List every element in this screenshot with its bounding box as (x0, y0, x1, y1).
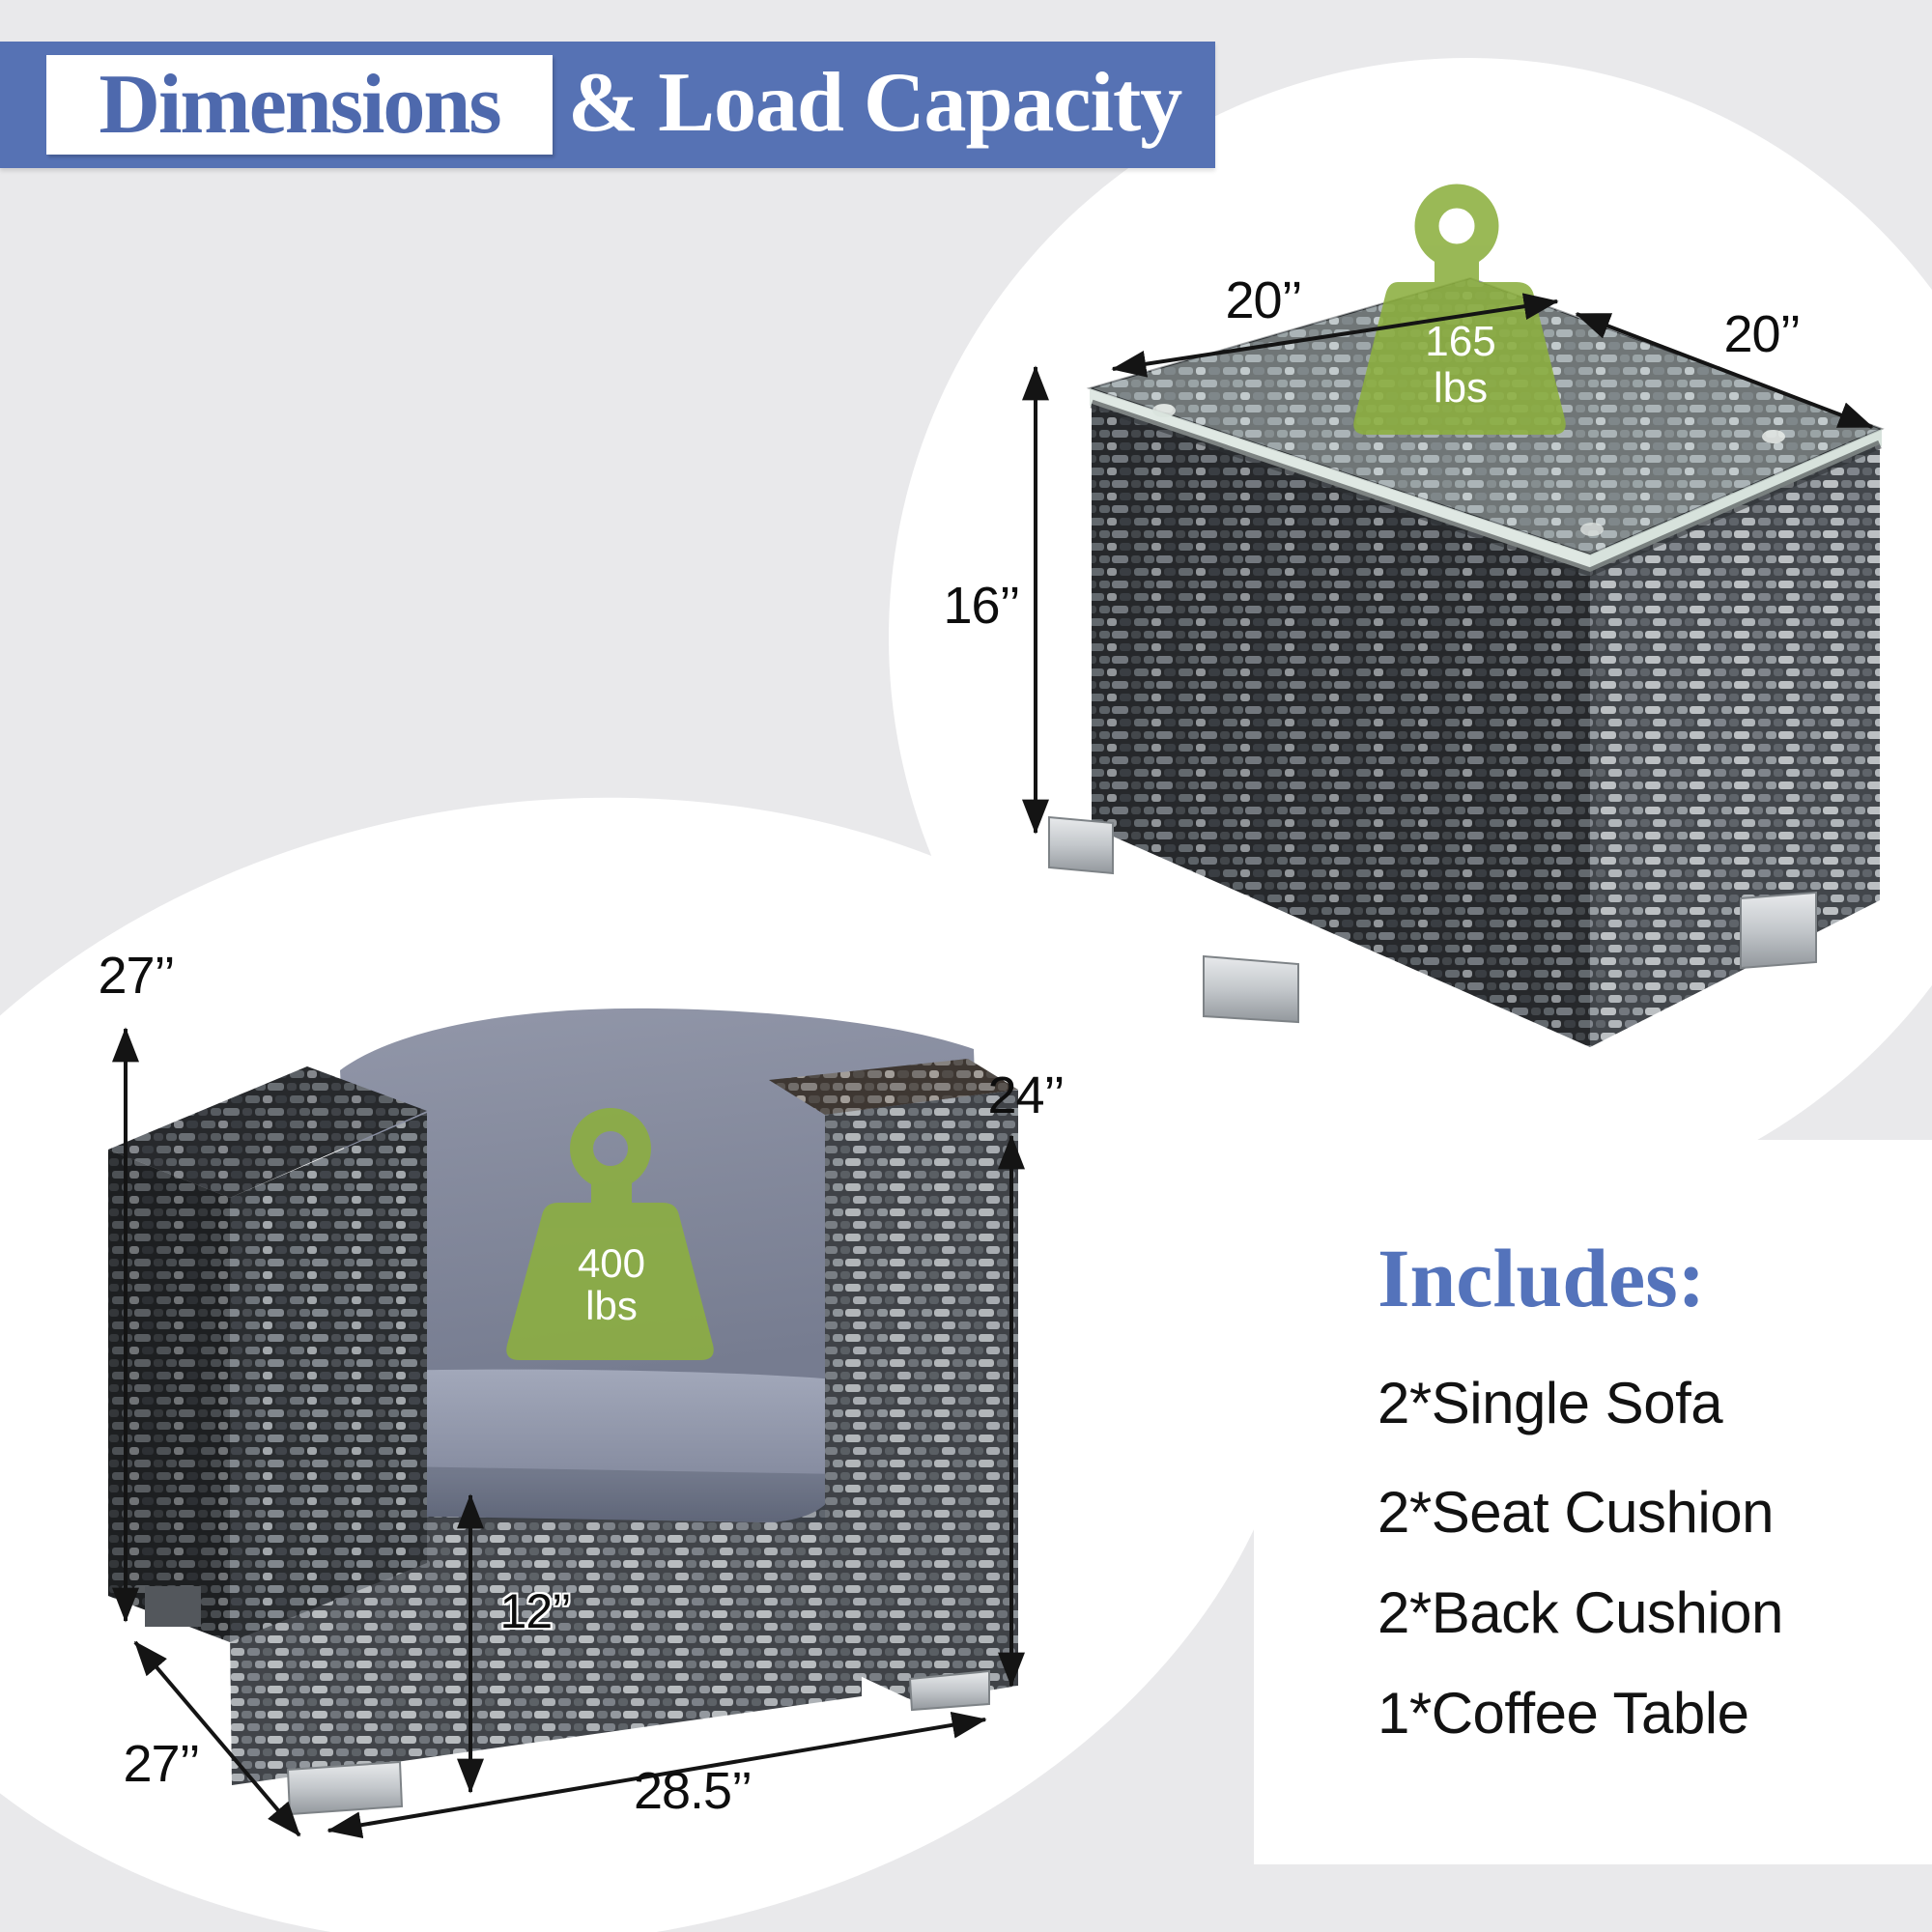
label-table-width: 20’’ (1225, 271, 1302, 329)
label-table-depth: 20’’ (1723, 305, 1801, 363)
title-highlight-box: Dimensions (46, 55, 553, 155)
sofa-capacity-unit: lbs (585, 1283, 638, 1328)
sofa-weight-capacity-icon (506, 1108, 714, 1360)
includes-item-seat-cushion: 2*Seat Cushion (1378, 1480, 1774, 1545)
includes-item-single-sofa: 2*Single Sofa (1378, 1371, 1723, 1435)
arrow-table-depth (1575, 312, 1874, 429)
sofa-foot-front-right (908, 1669, 990, 1712)
sofa-foot-front-left (286, 1760, 404, 1816)
title-rest-text: & Load Capacity (568, 55, 1182, 150)
label-sofa-arm-height: 24’’ (987, 1066, 1065, 1124)
label-sofa-seat-height: 12’’ (499, 1584, 572, 1638)
includes-item-coffee-table: 1*Coffee Table (1378, 1681, 1749, 1746)
arrow-table-width (1111, 293, 1559, 378)
sofa-foot-rear-left (145, 1586, 201, 1627)
arrow-sofa-width (327, 1711, 987, 1839)
table-foot-front (1203, 954, 1299, 1024)
table-foot-left (1048, 815, 1114, 875)
table-capacity-value: 165 (1425, 318, 1495, 365)
includes-heading: Includes: (1378, 1232, 1706, 1324)
arrow-sofa-depth (133, 1640, 301, 1837)
table-capacity-unit: lbs (1434, 364, 1488, 412)
includes-panel: Includes: 2*Single Sofa 2*Seat Cushion 2… (1254, 1140, 1932, 1864)
includes-item-back-cushion: 2*Back Cushion (1378, 1580, 1783, 1645)
label-sofa-width: 28.5’’ (633, 1762, 753, 1820)
label-sofa-depth: 27’’ (123, 1735, 200, 1793)
table-foot-right (1740, 891, 1817, 970)
label-table-height: 16’’ (943, 577, 1020, 635)
title-highlight-text: Dimensions (99, 57, 501, 152)
sofa-capacity-value: 400 (578, 1240, 645, 1286)
title-banner: Dimensions & Load Capacity (0, 42, 1215, 168)
label-sofa-height: 27’’ (98, 947, 175, 1005)
